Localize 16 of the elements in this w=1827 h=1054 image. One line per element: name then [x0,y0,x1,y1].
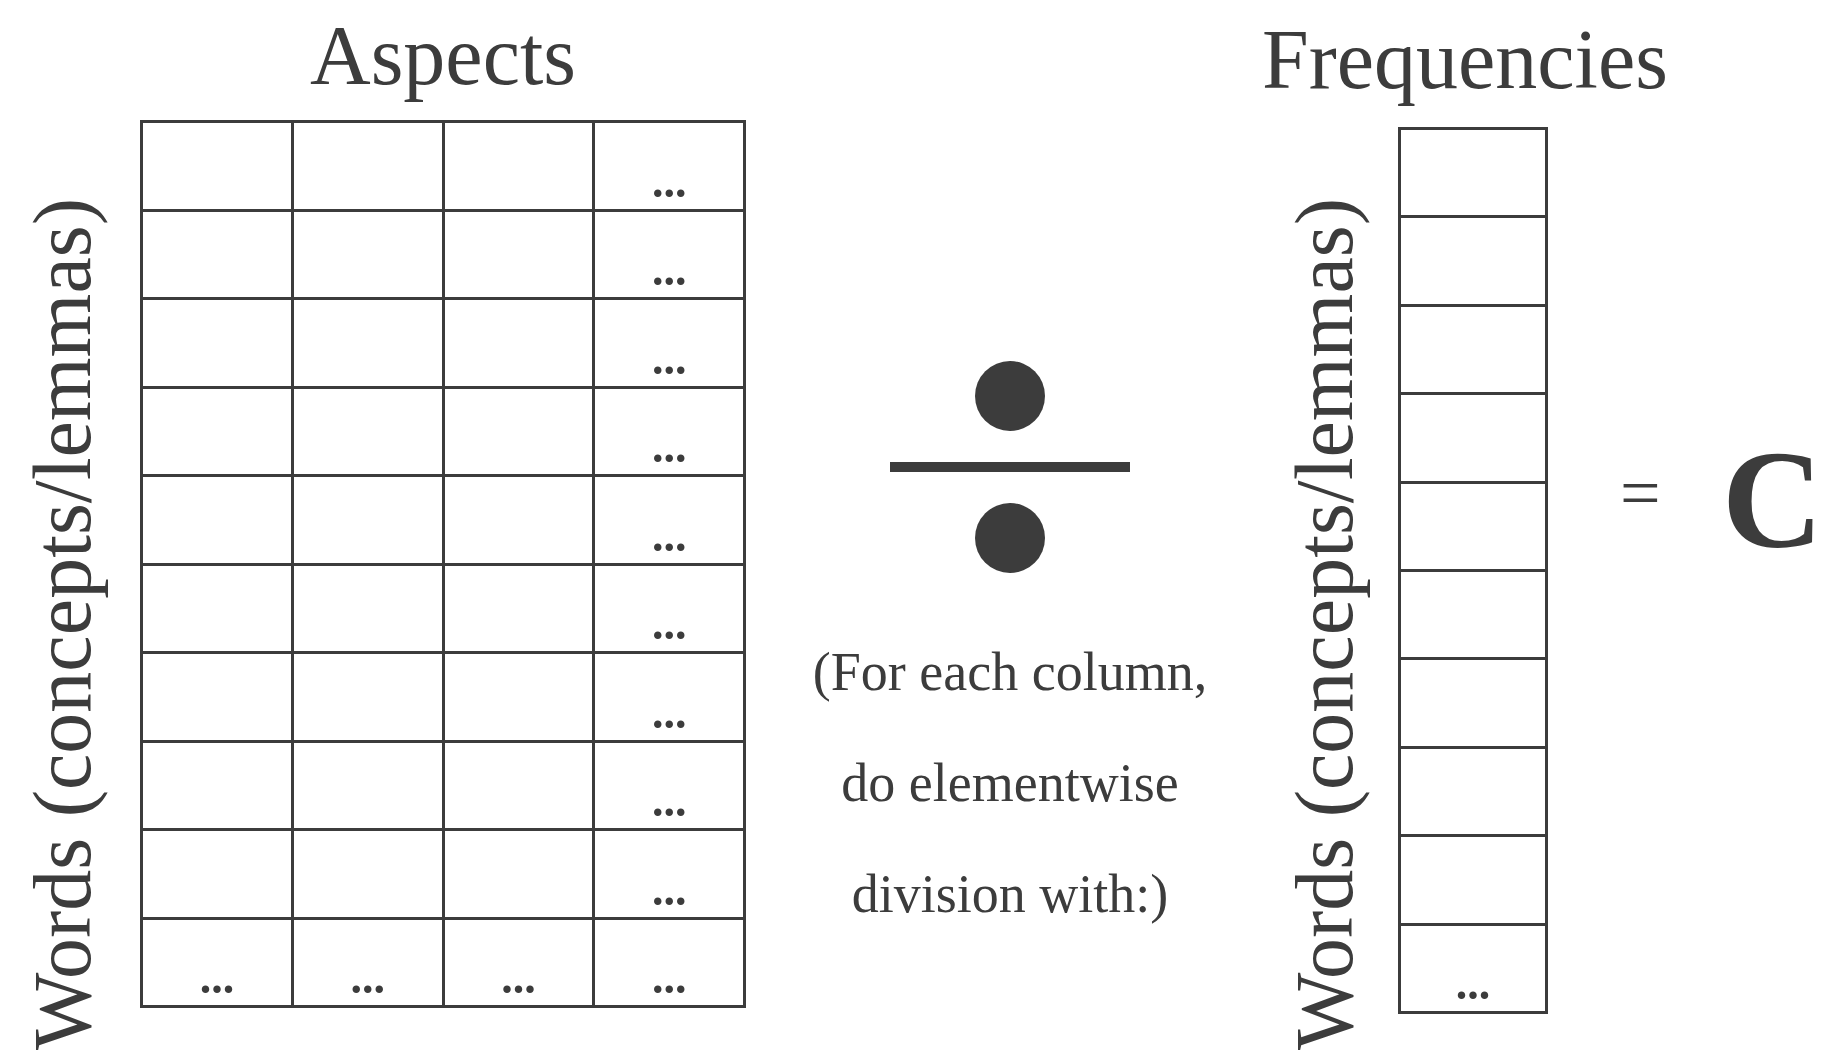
matrix-cell: ... [595,388,746,477]
matrix-cell: ... [595,831,746,920]
matrix-cell: ... [143,919,294,1008]
matrix-cell: ... [595,123,746,212]
matrix-cell: ... [293,919,445,1008]
note-text: (For each column, do elementwise division with:) [811,641,1209,926]
matrix-cell: ... [595,919,746,1008]
matrix-cell: ... [595,477,746,566]
matrix-cell: ... [595,654,746,743]
matrix-cell: ... [595,742,746,831]
matrix-cell: ... [444,919,596,1008]
vector-cell: ... [1401,925,1545,1014]
matrix-cell: ... [595,565,746,654]
matrix-cell: ... [595,300,746,389]
result-text: = C [1620,430,1823,570]
matrix-cell: ... [595,211,746,300]
